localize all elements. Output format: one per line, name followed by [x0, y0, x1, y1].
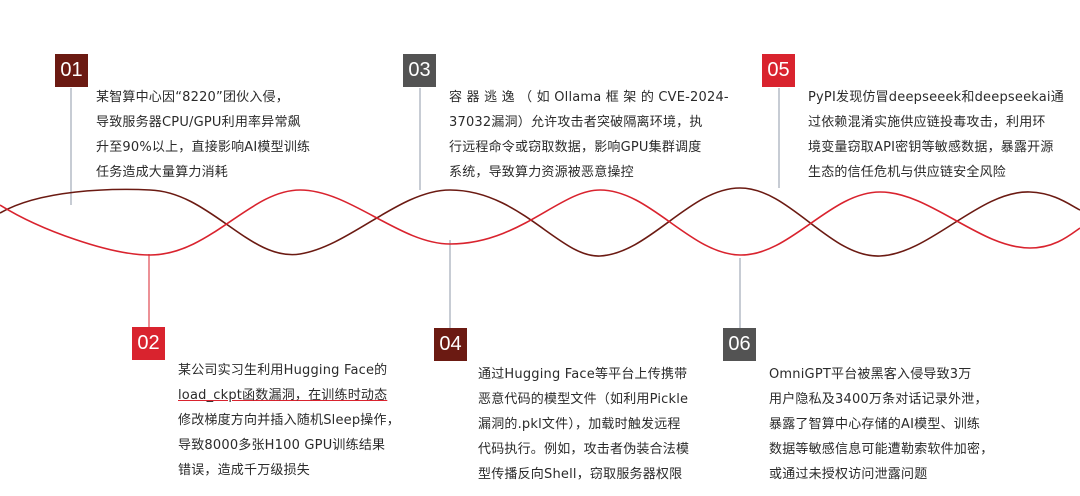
- event-04-line: 恶意代码的模型文件（如利用Pickle: [478, 392, 689, 407]
- event-02-line: 错误，造成千万级损失: [178, 463, 311, 478]
- event-05-line: 过依赖混淆实施供应链投毒攻击，利用环: [808, 115, 1046, 130]
- badge-06: 06: [723, 328, 756, 361]
- badge-01: 01: [55, 54, 88, 87]
- event-01-line: 某智算中心因“8220”团伙入侵，: [96, 90, 289, 105]
- event-03-line: 37032漏洞）允许攻击者突破隔离环境，执: [449, 115, 703, 130]
- badge-03: 03: [403, 54, 436, 87]
- event-04-line: 通过Hugging Face等平台上传携带: [478, 367, 688, 382]
- event-03-text: 容 器 逃 逸 （ 如 Ollama 框 架 的 CVE-2024- 37032…: [449, 85, 729, 185]
- event-06-line: 数据等敏感信息可能遭勒索软件加密，: [769, 442, 994, 457]
- event-02-line: 某公司实习生利用Hugging Face的: [178, 363, 388, 378]
- event-01-line: 升至90%以上，直接影响AI模型训练: [96, 140, 311, 155]
- event-01-line: 导致服务器CPU/GPU利用率异常飙: [96, 115, 301, 130]
- event-02-line: load_ckpt函数漏洞，在训练时动态: [178, 388, 388, 403]
- event-02-line: 导致8000多张H100 GPU训练结果: [178, 438, 386, 453]
- event-02-line: 修改梯度方向并插入随机Sleep操作，: [178, 413, 400, 428]
- event-06-text: OmniGPT平台被黑客入侵导致3万 用户隐私及3400万条对话记录外泄， 暴露…: [769, 362, 993, 487]
- event-06-line: OmniGPT平台被黑客入侵导致3万: [769, 367, 972, 382]
- event-03-line: 系统，导致算力资源被恶意操控: [449, 165, 634, 180]
- event-04-text: 通过Hugging Face等平台上传携带 恶意代码的模型文件（如利用Pickl…: [478, 362, 689, 487]
- event-05-line: PyPI发现仿冒deepseeek和deepseekai通: [808, 90, 1064, 105]
- event-04-line: 漏洞的.pkl文件），加载时触发远程: [478, 417, 681, 432]
- event-01-line: 任务造成大量算力消耗: [96, 165, 229, 180]
- event-02-text: 某公司实习生利用Hugging Face的 load_ckpt函数漏洞，在训练时…: [178, 358, 400, 483]
- event-06-line: 用户隐私及3400万条对话记录外泄，: [769, 392, 988, 407]
- badge-05: 05: [762, 54, 795, 87]
- event-04-line: 代码执行。例如，攻击者伪装合法模: [478, 442, 690, 457]
- event-06-line: 暴露了智算中心存储的AI模型、训练: [769, 417, 981, 432]
- event-05-text: PyPI发现仿冒deepseeek和deepseekai通 过依赖混淆实施供应链…: [808, 85, 1064, 185]
- event-04-line: 型传播反向Shell，窃取服务器权限: [478, 467, 683, 482]
- badge-04: 04: [434, 328, 467, 361]
- event-06-line: 或通过未授权访问泄露问题: [769, 467, 928, 482]
- wave-red-strand: [0, 189, 1080, 256]
- badge-02: 02: [132, 327, 165, 360]
- event-01-text: 某智算中心因“8220”团伙入侵， 导致服务器CPU/GPU利用率异常飙 升至9…: [96, 85, 310, 185]
- event-05-line: 境变量窃取API密钥等敏感数据，暴露开源: [808, 140, 1054, 155]
- event-03-line: 容 器 逃 逸 （ 如 Ollama 框 架 的 CVE-2024-: [449, 90, 729, 105]
- event-03-line: 行远程命令或窃取数据，影响GPU集群调度: [449, 140, 702, 155]
- event-05-line: 生态的信任危机与供应链安全风险: [808, 165, 1007, 180]
- wave-dark-strand: [0, 187, 1080, 257]
